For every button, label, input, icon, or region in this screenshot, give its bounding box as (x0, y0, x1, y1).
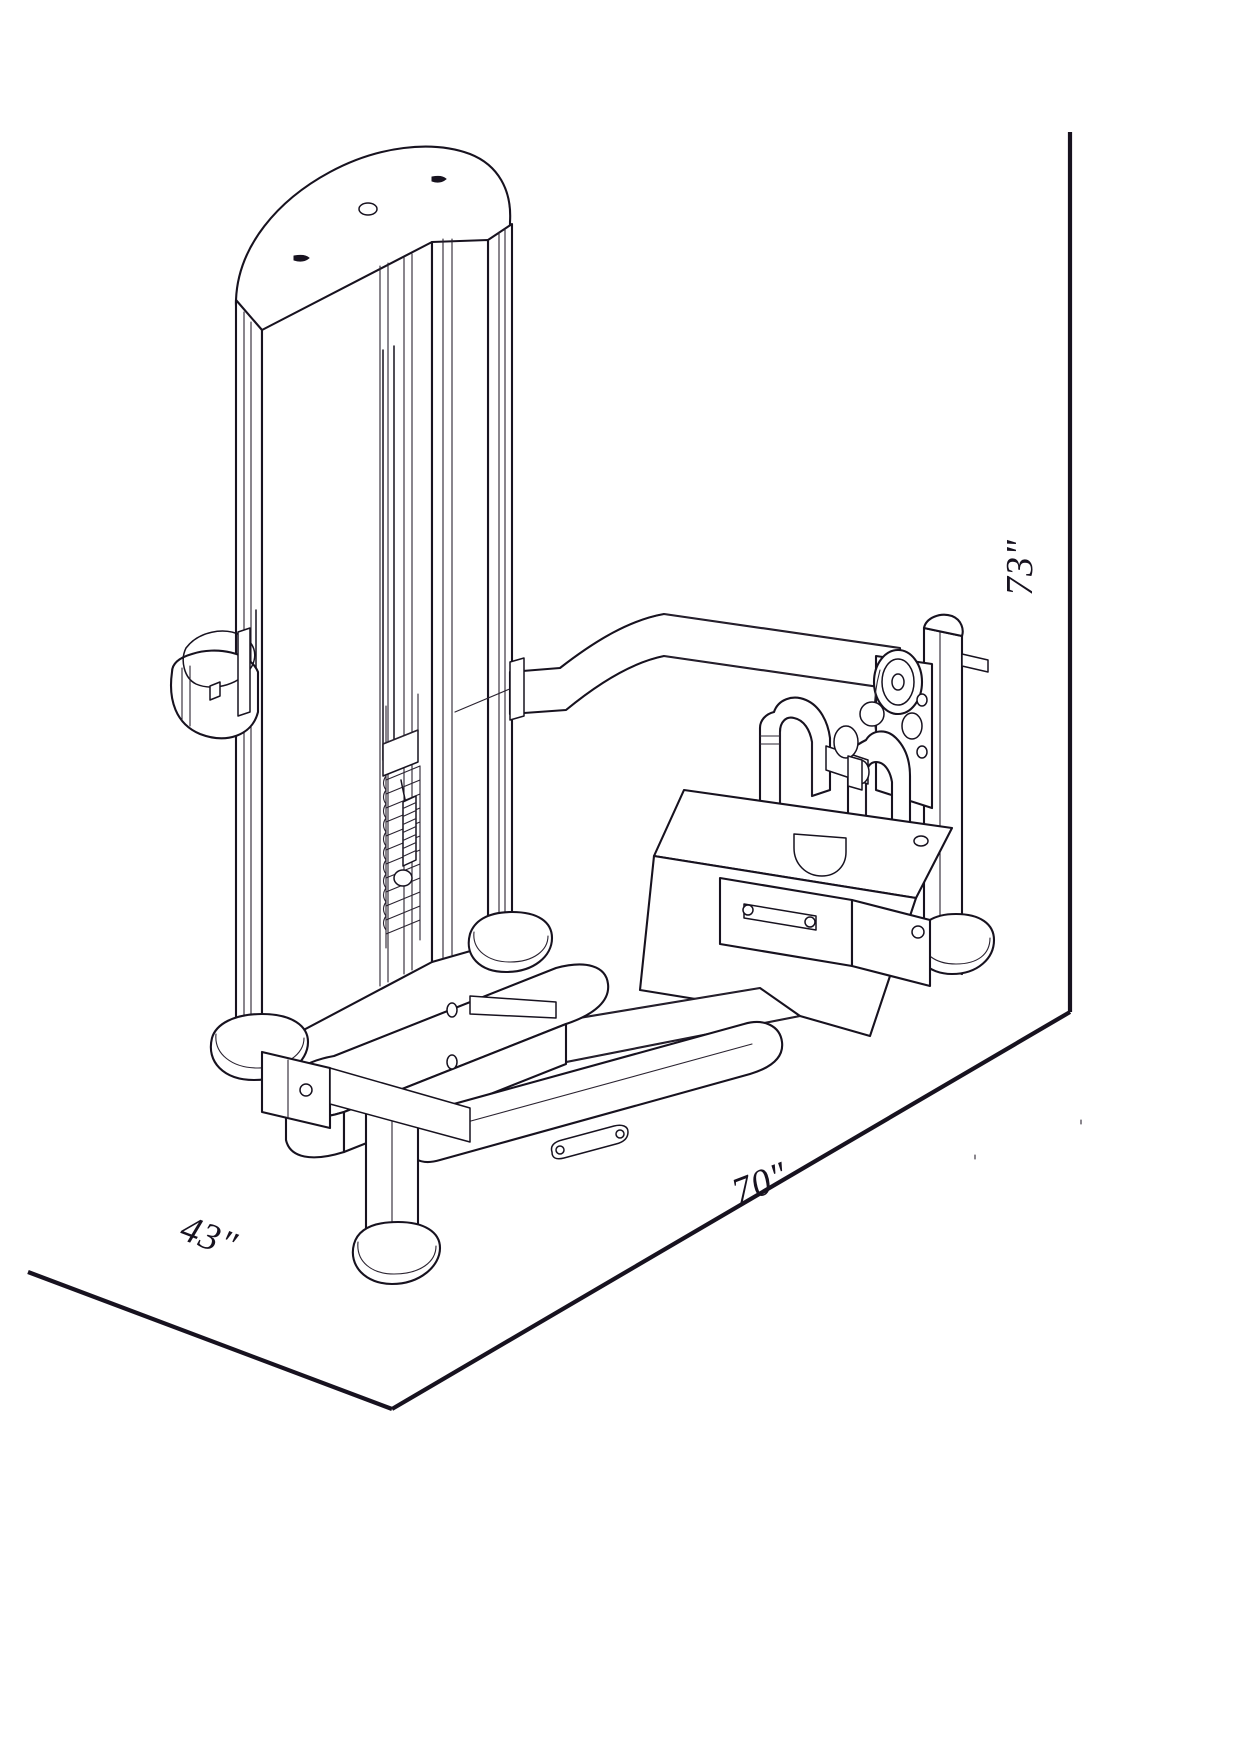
upper-arm-tower-bracket (509, 657, 525, 721)
holder-bracket-plate (237, 627, 251, 717)
upper-arm-bottom-edge (663, 655, 901, 691)
chest-pad-bolt-hole (913, 835, 929, 847)
steel-cable (454, 687, 513, 713)
floor-reference-plane (27, 132, 1073, 1411)
plane-tick-marks (974, 1119, 1082, 1160)
handle-pivot-knuckle (859, 701, 885, 727)
floor-foot-pad-rear (915, 912, 996, 976)
weight-selector-pin (393, 779, 417, 887)
cam-bolt-a (916, 693, 928, 707)
handle-link-bar (847, 755, 863, 791)
cam-bolt-b (916, 745, 928, 759)
cable-upper-run (454, 687, 513, 713)
seat-carriage (718, 876, 932, 988)
weight-stack-shroud (260, 238, 490, 1054)
depth-datum-line (390, 1010, 1072, 1411)
tower-cross-brace (469, 995, 557, 1019)
rail-slot-bolt-a (555, 1145, 565, 1155)
carriage-box-side (850, 898, 932, 988)
upper-arm-top-edge (663, 613, 901, 649)
secondary-pulley (901, 712, 923, 740)
handle-left-arm (758, 696, 832, 814)
base-block-left (260, 1050, 332, 1130)
width-datum-line (27, 1270, 393, 1411)
base-rail-horizontal (329, 1067, 471, 1143)
holder-inner-lip (182, 630, 256, 688)
selector-pin-ring (393, 869, 413, 887)
cap-hole-front (293, 254, 310, 262)
shroud-front-panel (260, 240, 434, 1054)
weight-stack-tower (209, 145, 554, 1082)
accessory-cup-holder (170, 609, 260, 740)
floor-foot-pad-front (351, 1220, 442, 1286)
cam-disc-inner (881, 658, 915, 706)
seat-pad-top-crease (333, 967, 557, 1057)
holder-slot (209, 681, 221, 701)
selector-pin-body (402, 795, 417, 867)
dimension-label-depth: 70" (726, 1154, 794, 1214)
upper-arm-bottom-bend (565, 655, 665, 711)
base-bolt (299, 1083, 313, 1097)
floor-foot-pad-right (467, 910, 554, 974)
dimension-label-height: 73" (999, 539, 1041, 596)
chest-pad-left-edge (653, 789, 685, 857)
foot-pad-left-inner (215, 1033, 305, 1069)
carriage-bolt-b (804, 916, 816, 928)
weight-carriage (382, 729, 419, 777)
front-support-leg (351, 1098, 442, 1286)
base-hole-a (446, 1054, 458, 1070)
carriage-top-edge (382, 729, 419, 745)
upper-arm-top-bend (559, 613, 665, 669)
carriage-bolt-c (911, 925, 925, 939)
shroud-side-panel (430, 238, 490, 964)
upper-frame-arm (508, 612, 902, 721)
tower-base-detail-holes (446, 1002, 458, 1070)
carriage-bolt-a (742, 904, 754, 916)
rail-slot-bolt-b (615, 1129, 625, 1139)
base-hole-b (446, 1002, 458, 1018)
weight-stack-guide-rods (382, 345, 395, 761)
cap-hole-center (358, 202, 378, 216)
upper-arm-tube (508, 612, 902, 716)
foot-pad-front-inner (357, 1241, 437, 1275)
lower-rail-seam (437, 1043, 753, 1131)
rail-grip-slot (550, 1124, 629, 1160)
tower-base-crossmember (260, 1050, 471, 1143)
cam-hub (891, 673, 905, 691)
chest-pad-right-edge (915, 827, 953, 899)
chest-pad-mount-tab (793, 833, 847, 877)
foot-pad-right-inner (473, 931, 549, 963)
rear-vertical-post (915, 613, 996, 976)
cross-brace-bar (469, 995, 557, 1019)
post-stub-rod (961, 653, 989, 673)
post-right-body (486, 222, 514, 948)
rear-post-cap (922, 613, 964, 638)
upright-post-right (486, 222, 514, 948)
cap-hole-rear (431, 175, 447, 183)
dimension-label-width: 43" (175, 1207, 243, 1267)
handle-link-ring (833, 725, 859, 759)
foot-pad-right-body (467, 910, 554, 974)
